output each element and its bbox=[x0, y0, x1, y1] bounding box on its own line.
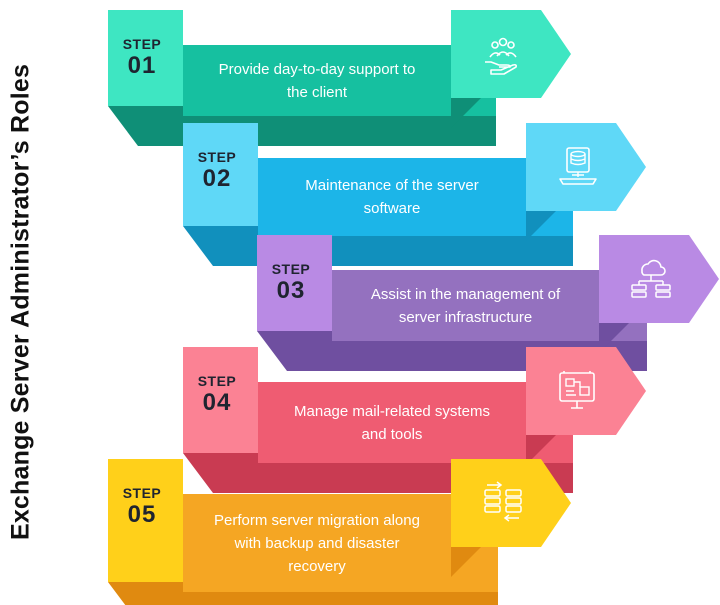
step-arrow bbox=[451, 10, 571, 98]
ribbon-fold bbox=[257, 331, 332, 371]
server-migration-icon bbox=[484, 481, 522, 522]
step-number: 01 bbox=[127, 52, 157, 79]
step-tab bbox=[257, 235, 332, 331]
arrow-fold bbox=[451, 98, 481, 128]
ribbon-fold bbox=[108, 582, 183, 605]
arrow-fold bbox=[526, 211, 556, 241]
step-description: Maintenance of the server software bbox=[305, 177, 479, 217]
step-arrow bbox=[526, 123, 646, 211]
ribbon-fold bbox=[183, 453, 258, 493]
step-word: STEP bbox=[271, 261, 311, 277]
server-laptop-icon bbox=[559, 147, 597, 185]
ribbon-main-band bbox=[258, 382, 573, 463]
support-hand-people-icon bbox=[485, 37, 517, 75]
ribbon-main-band bbox=[183, 494, 498, 592]
ribbon-shadow-band bbox=[138, 592, 498, 605]
step-tab bbox=[183, 123, 258, 226]
ribbon-main-band bbox=[258, 158, 573, 236]
step-description: Manage mail-related systems and tools bbox=[294, 402, 490, 443]
ribbon-main-band bbox=[183, 45, 496, 116]
step-tab bbox=[183, 347, 258, 453]
step-number: 04 bbox=[202, 389, 232, 416]
cloud-network-icon bbox=[631, 259, 671, 298]
ribbon-fold bbox=[183, 226, 258, 266]
step-tab bbox=[108, 10, 183, 106]
step-arrow bbox=[526, 347, 646, 435]
step-tab bbox=[108, 459, 183, 582]
ribbon-main-band bbox=[332, 270, 647, 341]
step-number: 03 bbox=[276, 277, 306, 304]
step-word: STEP bbox=[122, 485, 162, 501]
step-arrow bbox=[599, 235, 719, 323]
step-description: Perform server migration along with back… bbox=[214, 511, 420, 575]
step-number: 05 bbox=[127, 501, 157, 528]
arrow-fold bbox=[526, 435, 556, 465]
ribbon-fold bbox=[108, 106, 183, 146]
step-word: STEP bbox=[197, 373, 237, 389]
step-description: Assist in the management of server infra… bbox=[370, 285, 561, 326]
step-word: STEP bbox=[122, 36, 162, 52]
step-word: STEP bbox=[197, 149, 237, 165]
arrow-fold bbox=[451, 547, 481, 577]
step-arrow bbox=[451, 459, 571, 547]
step-number: 02 bbox=[202, 165, 232, 192]
arrow-fold bbox=[599, 323, 629, 353]
presentation-board-icon bbox=[559, 371, 595, 409]
step-description: Provide day-to-day support to the client bbox=[218, 60, 416, 101]
